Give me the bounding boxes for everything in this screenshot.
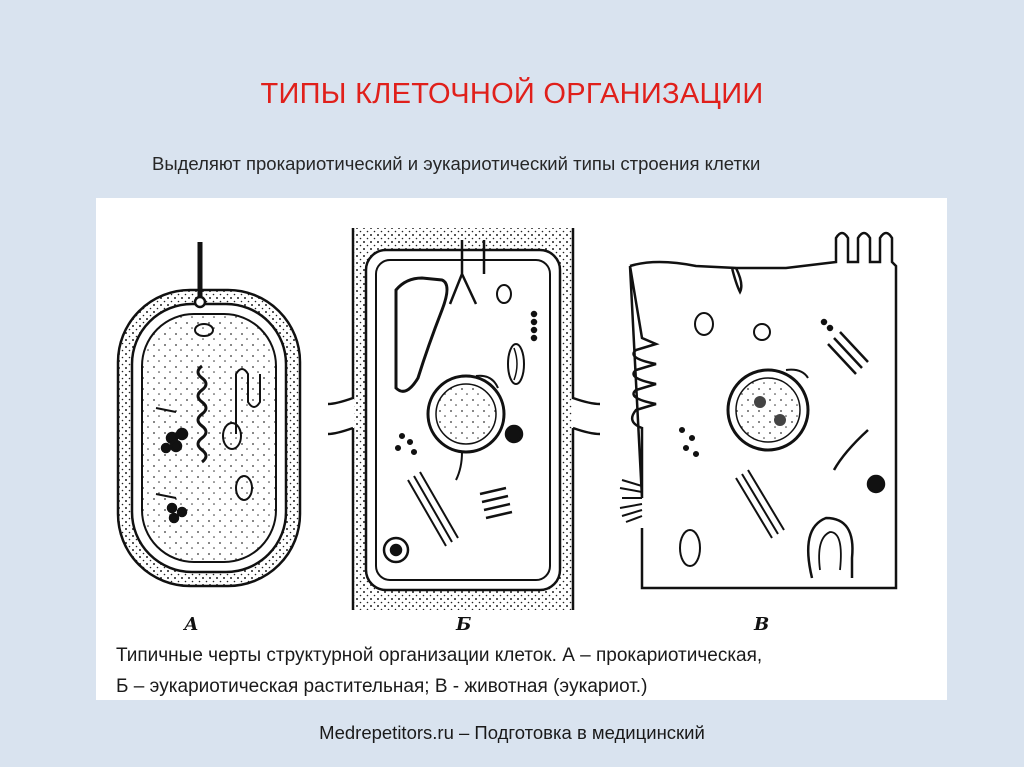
label-cell-c: В <box>753 614 769 635</box>
prokaryotic-cell <box>116 242 302 588</box>
cytoplasm <box>141 313 277 563</box>
footer-text: Medrepetitors.ru – Подготовка в медицинс… <box>319 722 705 743</box>
slide-subtitle: Выделяют прокариотический и эукариотичес… <box>152 153 761 174</box>
cell-diagram: А Б В <box>116 228 898 635</box>
plant-cell <box>327 228 601 610</box>
caption-line-2: Б – эукариотическая растительная; В - жи… <box>116 676 648 697</box>
label-cell-a: А <box>182 614 199 635</box>
animal-cell <box>619 231 898 590</box>
caption-line-1: Типичные черты структурной организации к… <box>116 645 763 666</box>
vacuole <box>394 276 449 393</box>
figure-caption: Типичные черты структурной организации к… <box>116 640 936 702</box>
slide-title: ТИПЫ КЛЕТОЧНОЙ ОРГАНИЗАЦИИ <box>260 78 764 110</box>
cell-diagram-panel: А Б В Типичные черты структурной организ… <box>96 198 947 700</box>
nucleoid <box>196 364 208 464</box>
label-cell-b: Б <box>455 614 471 635</box>
